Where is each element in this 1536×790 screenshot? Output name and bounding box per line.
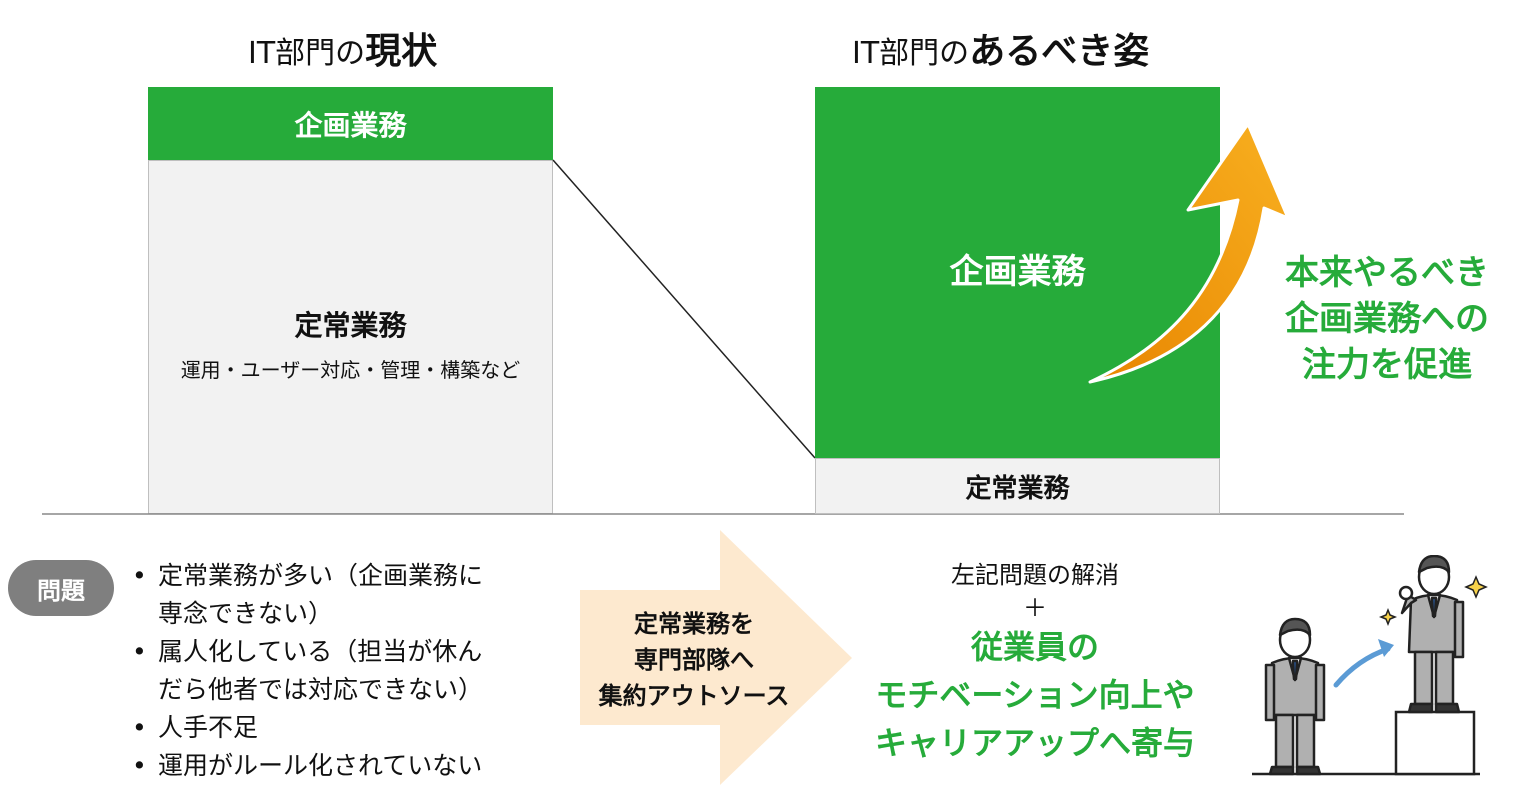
problem-item: 人手不足 bbox=[130, 709, 550, 747]
problems-badge: 問題 bbox=[8, 560, 114, 616]
current-title-prefix: IT部門の bbox=[248, 36, 366, 71]
problem-2-line-2: だら他者では対応できない） bbox=[158, 675, 484, 704]
problem-1-line-2: 専念できない） bbox=[158, 599, 334, 628]
focus-callout-line-3: 注力を促進 bbox=[1302, 345, 1472, 385]
result-line-1: 左記問題の解消 bbox=[951, 561, 1119, 589]
current-title-emphasis: 現状 bbox=[365, 31, 438, 72]
ideal-title-prefix: IT部門の bbox=[852, 36, 970, 71]
ideal-planning-label: 企画業務 bbox=[949, 252, 1086, 292]
problem-3-line-1: 人手不足 bbox=[158, 713, 259, 742]
sparkle-icon bbox=[1378, 607, 1398, 627]
ideal-state-title: IT部門のあるべき姿 bbox=[852, 22, 1149, 74]
career-up-illustration bbox=[1252, 555, 1488, 776]
ideal-routine-block: 定常業務 bbox=[815, 458, 1220, 514]
pedestal bbox=[1394, 710, 1476, 776]
problem-1-line-1: 定常業務が多い（企画業務に bbox=[158, 561, 484, 590]
person-left-icon bbox=[1264, 617, 1326, 776]
growth-arrow-icon bbox=[1088, 122, 1290, 384]
problem-item: 運用がルール化されていない bbox=[130, 747, 550, 785]
current-state-title: IT部門の現状 bbox=[248, 22, 437, 74]
problems-list: 定常業務が多い（企画業務に 専念できない） 属人化している（担当が休ん だら他者… bbox=[130, 557, 550, 785]
result-green-3: キャリアアップへ寄与 bbox=[874, 724, 1195, 762]
problems-badge-label: 問題 bbox=[37, 576, 85, 605]
ideal-routine-label: 定常業務 bbox=[965, 473, 1070, 504]
ideal-title-emphasis: あるべき姿 bbox=[969, 31, 1150, 72]
outsource-line-3: 集約アウトソース bbox=[598, 682, 790, 710]
person-right-icon bbox=[1398, 555, 1465, 714]
problem-4-line-1: 運用がルール化されていない bbox=[158, 751, 483, 780]
outsource-arrow-text: 定常業務を 専門部隊へ 集約アウトソース bbox=[580, 606, 808, 714]
focus-callout-line-2: 企画業務への bbox=[1285, 299, 1489, 339]
outsource-line-1: 定常業務を bbox=[634, 610, 754, 638]
result-green-2: モチベーション向上や bbox=[875, 676, 1195, 714]
current-routine-label: 定常業務 bbox=[294, 309, 407, 342]
problem-item: 定常業務が多い（企画業務に 専念できない） bbox=[130, 557, 550, 633]
result-block: 左記問題の解消 ＋ 従業員の モチベーション向上や キャリアアップへ寄与 bbox=[850, 557, 1220, 767]
result-plus: ＋ bbox=[1023, 594, 1047, 622]
focus-callout: 本来やるべき 企画業務への 注力を促進 bbox=[1262, 250, 1512, 388]
outsource-arrow-shape bbox=[580, 530, 852, 785]
current-routine-sub: 運用・ユーザー対応・管理・構築など bbox=[180, 358, 521, 382]
ideal-planning-block: 企画業務 bbox=[815, 87, 1220, 458]
focus-callout-line-1: 本来やるべき bbox=[1285, 253, 1489, 293]
problem-2-line-1: 属人化している（担当が休ん bbox=[158, 637, 483, 666]
sparkle-icon bbox=[1464, 575, 1488, 599]
current-planning-label: 企画業務 bbox=[294, 108, 407, 142]
problem-item: 属人化している（担当が休ん だら他者では対応できない） bbox=[130, 633, 550, 709]
result-green-1: 従業員の bbox=[970, 628, 1099, 666]
outsource-line-2: 専門部隊へ bbox=[634, 646, 754, 674]
up-arrow-icon bbox=[1333, 646, 1391, 688]
current-planning-block: 企画業務 bbox=[148, 87, 553, 160]
current-routine-block: 定常業務 運用・ユーザー対応・管理・構築など bbox=[148, 160, 553, 514]
